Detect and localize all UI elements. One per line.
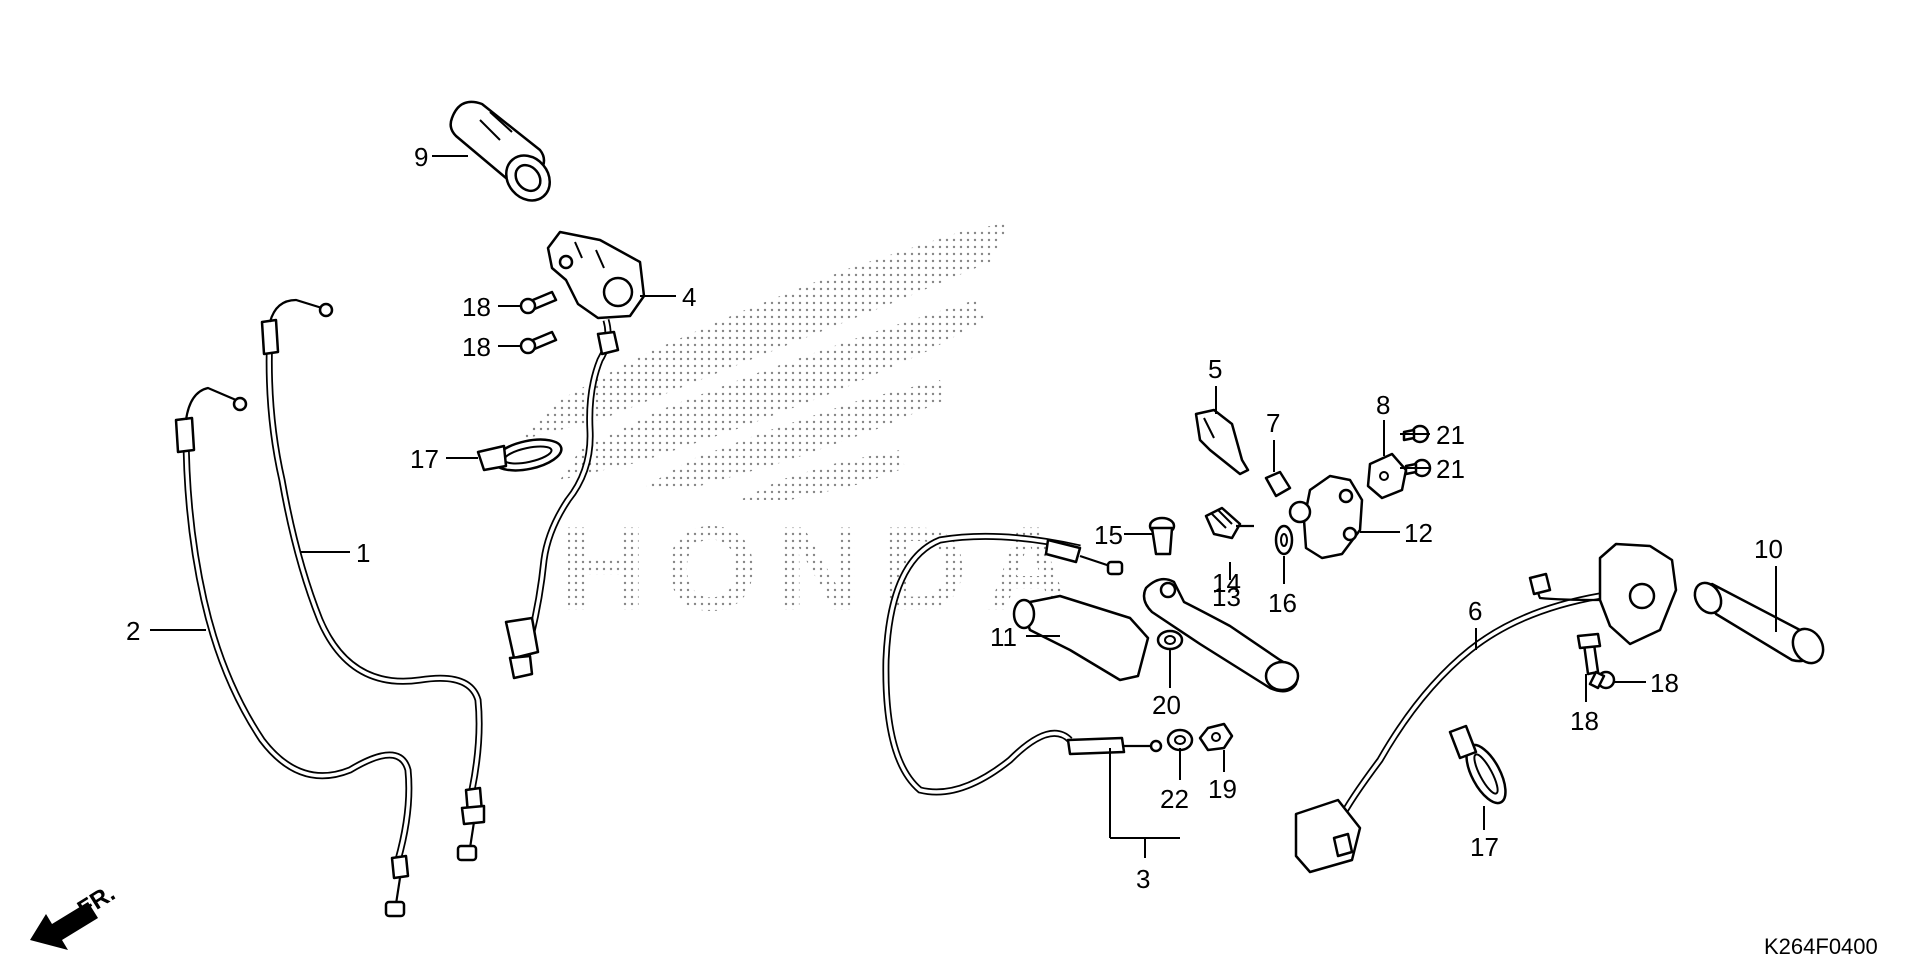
callout-21-upper: 21 — [1436, 420, 1465, 450]
callout-15: 15 — [1094, 520, 1123, 550]
callout-11: 11 — [990, 622, 1017, 652]
diagram-code: K264F0400 — [1764, 934, 1878, 959]
callout-18-lower-left: 18 — [462, 332, 491, 362]
callout-12: 12 — [1404, 518, 1433, 548]
callout-19: 19 — [1208, 774, 1237, 804]
right-handle-grip — [1693, 581, 1825, 665]
switch-7 — [1264, 470, 1292, 498]
lock-nut-16 — [1274, 524, 1294, 556]
clamp-8 — [1366, 452, 1408, 500]
callout-2: 2 — [126, 616, 140, 646]
bolt-18-upper-right — [1576, 632, 1602, 676]
callout-4: 4 — [682, 282, 696, 312]
callout-8: 8 — [1376, 390, 1390, 420]
bolt-18-upper-left — [519, 290, 558, 315]
callout-5: 5 — [1208, 354, 1222, 384]
right-switch-housing — [1294, 542, 1678, 874]
lever-bracket-12 — [1288, 474, 1364, 560]
callout-18-upper-right: 18 — [1650, 668, 1679, 698]
callout-9: 9 — [414, 142, 428, 172]
callout-labels: 1 2 3 4 5 6 7 8 9 10 11 12 13 14 15 16 1… — [126, 142, 1783, 894]
callout-13: 13 — [1212, 582, 1241, 612]
pivot-bolt-15 — [1148, 516, 1176, 556]
callout-21-lower: 21 — [1436, 454, 1465, 484]
nut-20 — [1156, 629, 1184, 651]
callout-7: 7 — [1266, 408, 1280, 438]
adjuster-14 — [1204, 506, 1254, 540]
left-handle-grip — [449, 100, 551, 202]
callout-18-upper-left: 18 — [462, 292, 491, 322]
callout-18-lower-right: 18 — [1570, 706, 1599, 736]
callout-20: 20 — [1152, 690, 1181, 720]
nut-22 — [1166, 728, 1194, 752]
clutch-lever — [1142, 577, 1300, 693]
cable-tie-left — [476, 438, 563, 472]
callout-22: 22 — [1160, 784, 1189, 814]
callout-17-left: 17 — [410, 444, 439, 474]
cable-tie-right — [1448, 724, 1507, 805]
callout-1: 1 — [356, 538, 370, 568]
bolt-18-lower-right — [1588, 670, 1616, 690]
lever-guard — [1012, 594, 1150, 682]
switch-cover-5 — [1194, 408, 1250, 476]
callout-16: 16 — [1268, 588, 1297, 618]
callout-3: 3 — [1136, 864, 1150, 894]
callout-6: 6 — [1468, 596, 1482, 626]
callout-10: 10 — [1754, 534, 1783, 564]
leader-lines — [150, 155, 1777, 858]
honda-wing-watermark: HONDA — [520, 222, 1090, 636]
bolt-18-lower-left — [519, 330, 558, 355]
throttle-cable-1 — [260, 298, 486, 862]
callout-17-right: 17 — [1470, 832, 1499, 862]
front-direction-arrow: FR. — [30, 880, 120, 950]
throttle-housing — [504, 230, 646, 680]
watermark-text: HONDA — [560, 502, 1090, 636]
throttle-cable-2 — [174, 386, 413, 918]
nut-19 — [1198, 722, 1234, 752]
callout-14: 14 — [1212, 568, 1241, 598]
